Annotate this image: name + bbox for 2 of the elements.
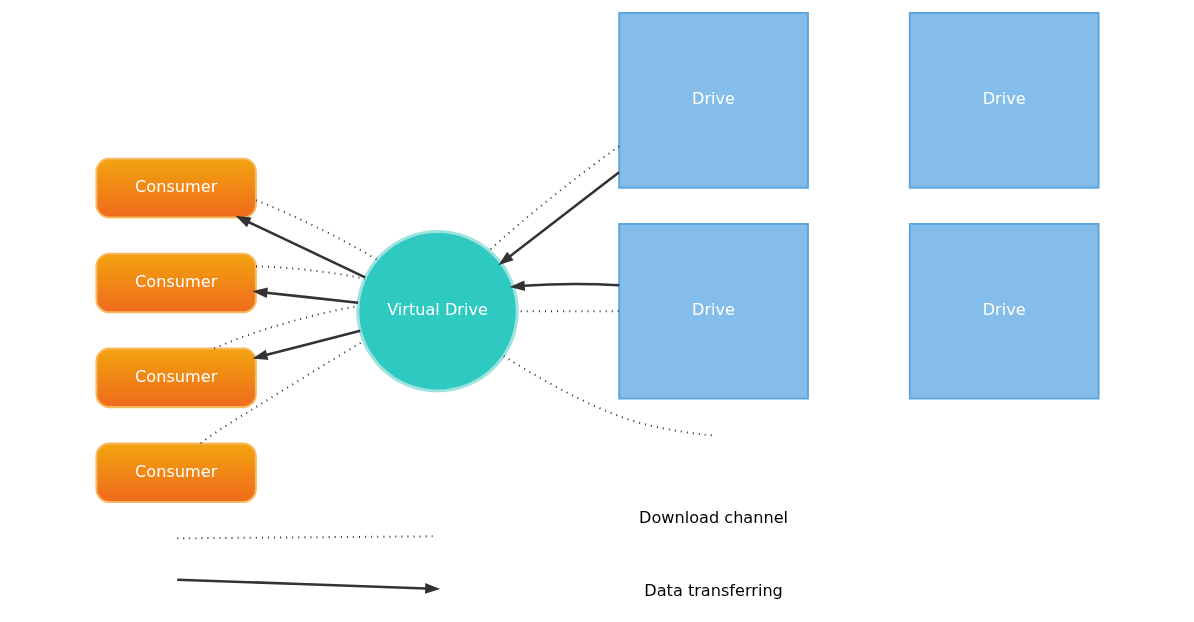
- legend-label: Download channel: [638, 507, 788, 527]
- legend-label: Data transferring: [643, 580, 783, 600]
